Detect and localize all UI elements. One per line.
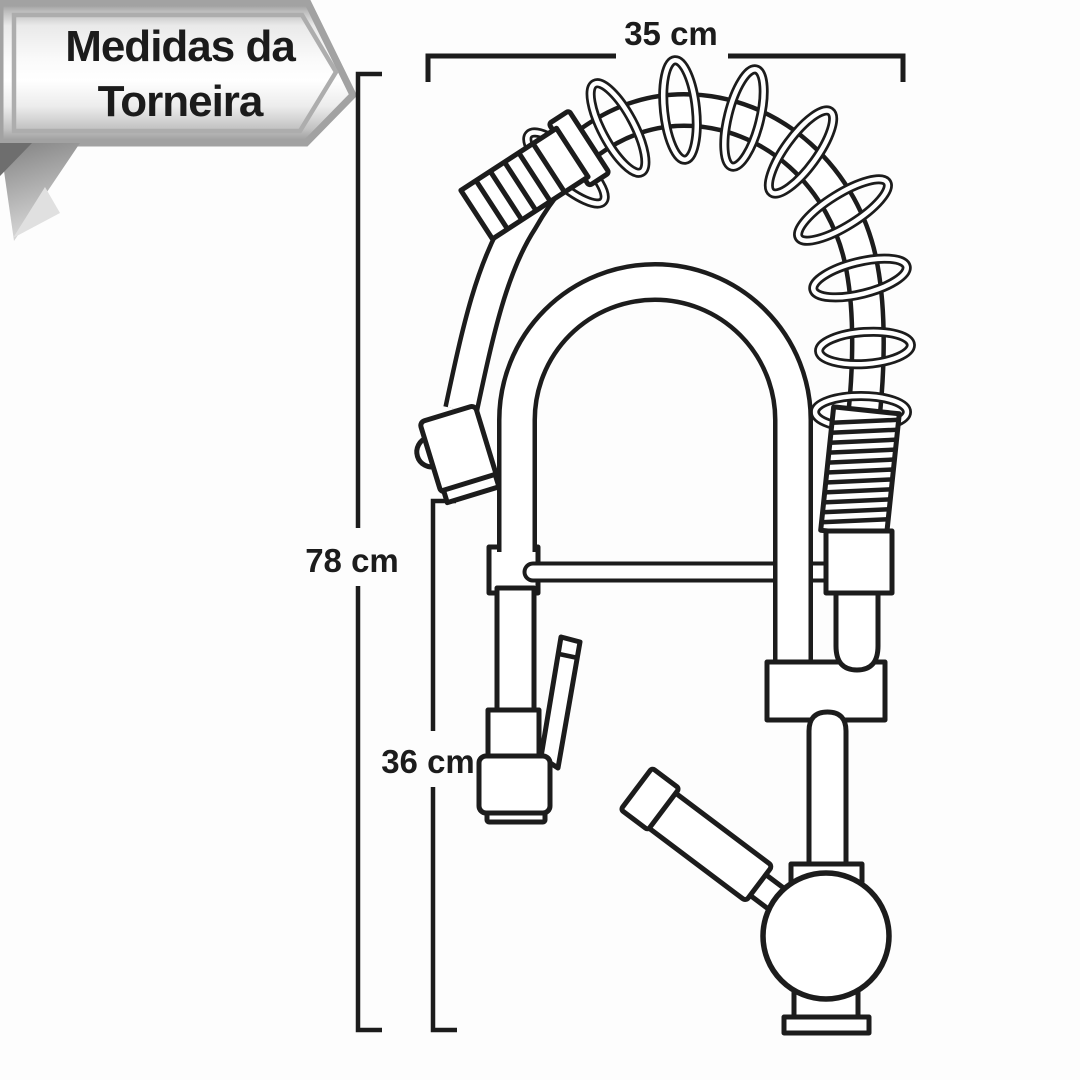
dimension-35cm-bracket [425,53,906,82]
right-collar [823,528,895,596]
spout-arch [497,262,813,666]
dimension-36cm: 36 cm [381,498,475,1033]
dimension-78cm-label: 78 cm [305,542,399,579]
right-pipe [833,589,881,673]
dimension-36cm-label: 36 cm [381,743,475,780]
spray-nozzle [414,404,502,506]
banner-ribbon-fold-shadow [0,143,32,176]
hose-fitting [458,109,611,242]
spray-head [476,753,553,816]
dimension-35cm-label: 35 cm [624,15,718,52]
faucet-drawing [414,55,916,1036]
base-flange [781,1014,872,1036]
fitting-body [458,125,591,242]
banner-face [0,0,358,147]
riser-pipe [806,709,849,879]
dimension-78cm-line [355,71,382,1033]
handle-cap [619,766,681,832]
wand-lower-collar [485,707,542,761]
banner-ribbon-highlight [13,187,60,238]
dimension-35cm: 35 cm [425,15,906,82]
banner-inner-outline [11,12,339,134]
spring-coil-icon [522,55,916,433]
banner-title-line2: Torneira [98,77,264,126]
banner-title-line1: Medidas da [65,22,296,71]
wand-pipe [494,585,537,717]
coil-spring-end [818,404,902,540]
banner-ribbon-tail [0,143,80,241]
dimension-78cm: 78 cm [305,71,399,1033]
banner-sign: Medidas da Torneira [0,0,358,241]
ball-joint [760,870,892,1002]
hose-arch [443,92,886,451]
wand-trigger-lever [538,634,583,771]
